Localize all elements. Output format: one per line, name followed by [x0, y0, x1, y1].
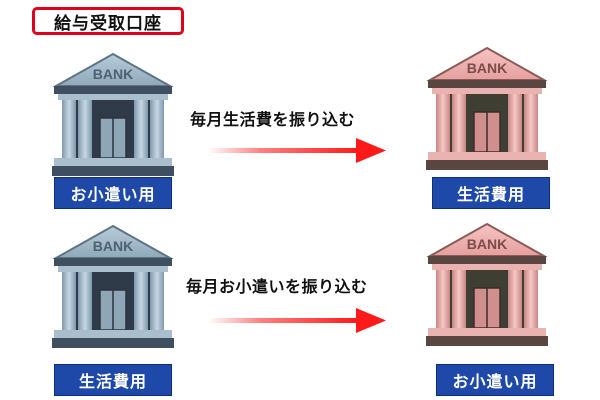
bank-sign-text: BANK — [467, 236, 507, 252]
bank-gray-graphic: BANK — [52, 224, 174, 348]
bank-sign-text: BANK — [93, 66, 133, 82]
bank-icon: BANK — [426, 46, 548, 172]
bank-gray-graphic: BANK — [52, 52, 174, 176]
arrow-right-icon — [208, 308, 386, 333]
account-label: 生活費用 — [54, 364, 172, 396]
transfer-caption: 毎月お小遣いを振り込む — [186, 277, 368, 296]
bank-pink-graphic: BANK — [426, 222, 548, 346]
bank-icon: BANK — [426, 222, 548, 348]
account-label: 生活費用 — [432, 177, 550, 209]
bank-pink-graphic: BANK — [426, 46, 548, 170]
account-label: お小遣い用 — [54, 177, 172, 209]
account-label: お小遣い用 — [436, 364, 554, 396]
bank-sign-text: BANK — [93, 238, 133, 254]
bank-sign-text: BANK — [467, 60, 507, 76]
bank-icon: BANK — [52, 52, 174, 178]
bank-icon: BANK — [52, 224, 174, 350]
transfer-caption: 毎月生活費を振り込む — [190, 110, 356, 129]
title-badge: 給与受取口座 — [32, 7, 184, 35]
arrow-right-icon — [208, 138, 386, 163]
